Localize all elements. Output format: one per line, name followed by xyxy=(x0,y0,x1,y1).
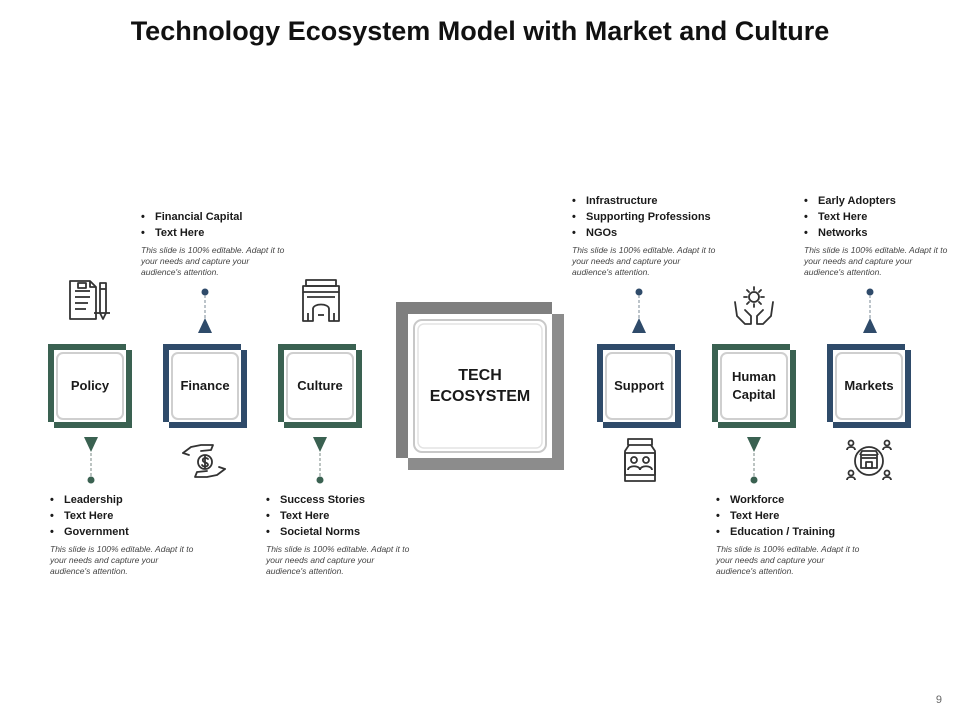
bullet-item: Success Stories xyxy=(266,492,426,508)
page-number: 9 xyxy=(935,694,942,706)
bullet-list: Financial Capital Text Here xyxy=(141,209,301,241)
center-line-1: TECH xyxy=(458,367,502,384)
textblock-markets: Early Adopters Text Here Networks This s… xyxy=(804,193,960,278)
bullet-item: Text Here xyxy=(141,225,301,241)
bullet-item: Education / Training xyxy=(716,524,876,540)
node-label-line-1: Human xyxy=(731,369,777,384)
market-people-icon xyxy=(846,439,892,481)
bullet-list: Early Adopters Text Here Networks xyxy=(804,193,960,241)
bullet-item: Text Here xyxy=(716,508,876,524)
node-frame xyxy=(712,344,796,428)
bullet-item: Early Adopters xyxy=(804,193,960,209)
description-text: This slide is 100% editable. Adapt it to… xyxy=(572,245,716,277)
bullet-item: Infrastructure xyxy=(572,193,732,209)
textblock-support: Infrastructure Supporting Professions NG… xyxy=(572,193,732,278)
node-label-line-2: Capital xyxy=(732,387,776,402)
node-support: Support xyxy=(597,344,681,428)
textblock-finance: Financial Capital Text Here This slide i… xyxy=(141,209,301,278)
bullet-list: Workforce Text Here Education / Training xyxy=(716,492,876,540)
description-text: This slide is 100% editable. Adapt it to… xyxy=(141,245,285,277)
node-frame xyxy=(827,344,911,428)
node-culture: Culture xyxy=(278,344,362,428)
node-label-line-1: Markets xyxy=(844,378,894,393)
node-label: Culture xyxy=(278,344,362,428)
description-text: This slide is 100% editable. Adapt it to… xyxy=(50,544,194,576)
connector-culture xyxy=(313,437,327,484)
money-hands-icon xyxy=(182,444,226,478)
bullet-item: Supporting Professions xyxy=(572,209,732,225)
bullet-list: Success Stories Text Here Societal Norms xyxy=(266,492,426,540)
connector-human-capital xyxy=(747,437,761,484)
bullet-item: Financial Capital xyxy=(141,209,301,225)
node-label-line-1: Support xyxy=(614,378,664,393)
bullet-list: Leadership Text Here Government xyxy=(50,492,210,540)
node-markets: Markets xyxy=(827,344,911,428)
bullet-item: Text Here xyxy=(266,508,426,524)
node-label: Finance xyxy=(163,344,247,428)
bullet-item: NGOs xyxy=(572,225,732,241)
bullet-item: Networks xyxy=(804,225,960,241)
node-label: Support xyxy=(597,344,681,428)
center-frame xyxy=(396,302,564,470)
bullet-item: Government xyxy=(50,524,210,540)
connector-support xyxy=(632,288,646,333)
description-text: This slide is 100% editable. Adapt it to… xyxy=(716,544,860,576)
node-label-line-1: Policy xyxy=(70,378,110,393)
center-label: TECH ECOSYSTEM xyxy=(394,300,566,472)
node-label-line-1: Finance xyxy=(180,378,230,393)
textblock-culture: Success Stories Text Here Societal Norms… xyxy=(266,492,426,577)
node-finance: Finance xyxy=(163,344,247,428)
connector-policy xyxy=(84,437,98,484)
center-line-2: ECOSYSTEM xyxy=(429,388,531,405)
textblock-human-capital: Workforce Text Here Education / Training… xyxy=(716,492,876,577)
connector-finance xyxy=(198,288,212,333)
slide-title: Technology Ecosystem Model with Market a… xyxy=(130,16,830,46)
node-frame xyxy=(48,344,132,428)
node-policy: Policy xyxy=(48,344,132,428)
connector-markets xyxy=(863,288,877,333)
center-box: TECH ECOSYSTEM xyxy=(394,300,566,472)
description-text: This slide is 100% editable. Adapt it to… xyxy=(804,245,948,277)
node-label: Markets xyxy=(827,344,911,428)
node-label: Policy xyxy=(48,344,132,428)
node-label-line-1: Culture xyxy=(297,378,343,393)
description-text: This slide is 100% editable. Adapt it to… xyxy=(266,544,410,576)
node-frame xyxy=(278,344,362,428)
node-frame xyxy=(163,344,247,428)
bullet-item: Text Here xyxy=(50,508,210,524)
bullet-list: Infrastructure Supporting Professions NG… xyxy=(572,193,732,241)
gear-hands-icon xyxy=(734,286,774,325)
bullet-item: Workforce xyxy=(716,492,876,508)
textblock-policy: Leadership Text Here Government This sli… xyxy=(50,492,210,577)
node-frame xyxy=(597,344,681,428)
bullet-item: Text Here xyxy=(804,209,960,225)
monument-icon xyxy=(302,279,340,322)
bullet-item: Leadership xyxy=(50,492,210,508)
bullet-item: Societal Norms xyxy=(266,524,426,540)
jar-people-icon xyxy=(624,438,656,482)
document-pen-icon xyxy=(69,280,110,320)
